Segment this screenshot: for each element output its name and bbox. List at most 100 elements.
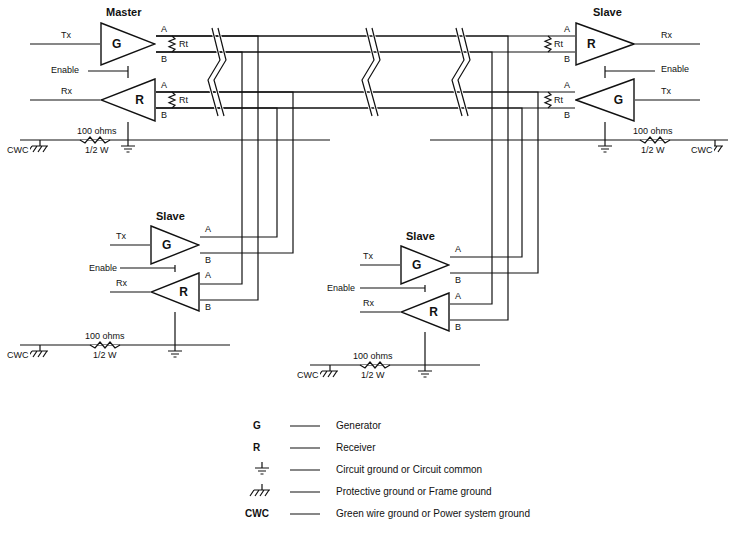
resistor-symbol <box>360 362 390 368</box>
bus-pair <box>156 92 538 273</box>
triangle-outline <box>575 22 635 66</box>
pin-name: B <box>204 255 212 265</box>
amplifier-letter: R <box>429 305 438 319</box>
amplifier-letter: G <box>412 258 421 272</box>
triangle-shape <box>101 23 155 65</box>
signal-name: Rx <box>362 298 375 308</box>
triangle-shape <box>576 23 634 65</box>
circuit-ground-symbol <box>598 140 612 152</box>
triangle-outline <box>400 245 450 285</box>
resistor-value: 100 ohms <box>84 331 126 341</box>
power-rating: 1/2 W <box>84 145 110 155</box>
break-mask <box>208 28 470 116</box>
station-title: Master <box>105 6 142 18</box>
resistor-value: 100 ohms <box>76 126 118 136</box>
pin-name: A <box>204 270 212 280</box>
bus-pair <box>156 92 293 253</box>
terminator-label: Rt <box>553 95 564 105</box>
legend-dash <box>290 426 320 514</box>
resistor-symbol <box>80 137 110 143</box>
signal-name: Enable <box>50 65 80 75</box>
pin-name: A <box>160 80 168 90</box>
signal-name: Enable <box>88 263 118 273</box>
signal-name: Rx <box>115 278 128 288</box>
protective-ground-symbol <box>28 345 48 357</box>
pin-name: B <box>563 54 571 64</box>
triangle-outline <box>100 22 156 66</box>
amplifier-letter: G <box>112 37 121 51</box>
generator-triangle: G <box>400 245 450 285</box>
generator-triangle: G <box>150 225 200 265</box>
circuit-ground-symbol <box>255 462 269 474</box>
triangle-shape <box>101 79 155 121</box>
pin-name: A <box>563 24 571 34</box>
ground-label: CWC <box>6 145 30 155</box>
signal-name: Rx <box>660 30 673 40</box>
circuit-ground-symbol <box>168 345 182 357</box>
receiver-triangle: G <box>575 78 635 122</box>
legend-key: G <box>252 420 262 432</box>
resistor-symbol <box>545 36 551 52</box>
triangle-shape <box>401 293 449 331</box>
station-title: Slave <box>155 210 186 222</box>
pin-name: B <box>160 110 168 120</box>
ground-label: CWC <box>690 145 714 155</box>
station-title: Slave <box>592 6 623 18</box>
power-rating: 1/2 W <box>92 350 118 360</box>
pin-name: B <box>454 275 462 285</box>
legend-text: Circuit ground or Circuit common <box>335 464 483 476</box>
pin-name: B <box>454 322 462 332</box>
bus-pair <box>156 36 258 300</box>
terminator-label: Rt <box>178 95 189 105</box>
resistor-symbol <box>640 137 670 143</box>
signal-name: Enable <box>660 64 690 74</box>
protective-ground-symbol <box>28 140 48 152</box>
legend-key: R <box>252 442 261 454</box>
pin-name: A <box>160 24 168 34</box>
resistor-value: 100 ohms <box>632 126 674 136</box>
resistor-symbol <box>90 342 120 348</box>
receiver-triangle: R <box>150 272 200 312</box>
legend-text: Green wire ground or Power system ground <box>335 508 531 520</box>
legend-key: CWC <box>244 508 270 520</box>
ground-label: CWC <box>6 350 30 360</box>
triangle-outline <box>575 78 635 122</box>
legend-text: Receiver <box>335 442 376 454</box>
legend-text: Protective ground or Frame ground <box>335 486 493 498</box>
break-mark <box>208 28 470 116</box>
amplifier-letter: G <box>162 238 171 252</box>
signal-name: Tx <box>660 86 672 96</box>
signal-name: Rx <box>60 86 73 96</box>
pin-name: A <box>204 224 212 234</box>
resistor-value: 100 ohms <box>352 351 394 361</box>
triangle-shape <box>151 226 199 264</box>
receiver-triangle: R <box>400 292 450 332</box>
protective-ground-symbol <box>318 365 338 377</box>
pin-name: A <box>454 244 462 254</box>
pin-name: B <box>204 302 212 312</box>
terminator-label: Rt <box>178 39 189 49</box>
resistor-symbol <box>169 36 175 52</box>
signal-name: Tx <box>362 251 374 261</box>
receiver-triangle: R <box>100 78 156 122</box>
pin-name: A <box>563 80 571 90</box>
resistor-symbol <box>169 92 175 108</box>
signal-name: Tx <box>60 30 72 40</box>
power-rating: 1/2 W <box>360 370 386 380</box>
circuit-ground-symbol <box>418 365 432 377</box>
circuit-ground-symbol <box>121 140 135 152</box>
terminator-label: Rt <box>553 39 564 49</box>
ground-symbols <box>28 140 723 496</box>
triangle-outline <box>400 292 450 332</box>
amplifier-letter: R <box>135 93 144 107</box>
signal-name: Tx <box>115 231 127 241</box>
signal-name: Enable <box>326 283 356 293</box>
triangle-outline <box>100 78 156 122</box>
pin-name: A <box>454 291 462 301</box>
amplifier-letter: G <box>614 93 623 107</box>
pin-name: B <box>563 110 571 120</box>
resistor-symbol <box>545 92 551 108</box>
legend-text: Generator <box>335 420 382 432</box>
triangle-shape <box>401 246 449 284</box>
